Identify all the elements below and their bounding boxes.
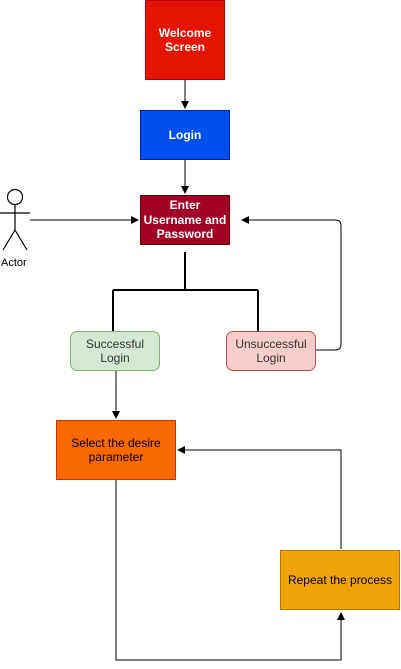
actor-label: Actor: [1, 257, 27, 269]
login-node: Login: [140, 110, 230, 160]
edge-unsuccess-enter: [241, 216, 342, 351]
actor-icon: [0, 188, 30, 251]
edge-select-repeat: [115, 480, 345, 661]
successful-login-node: Successful Login: [70, 331, 160, 371]
edge-repeat-select: [177, 446, 342, 549]
unsuccessful-login-node: Unsuccessful Login: [226, 331, 316, 371]
welcome-screen-node: Welcome Screen: [145, 0, 225, 80]
split-connector: [112, 252, 259, 331]
repeat-process-node: Repeat the process: [280, 550, 400, 610]
select-parameter-node: Select the desire parameter: [56, 420, 176, 480]
enter-credentials-node: Enter Username and Password: [140, 195, 230, 245]
